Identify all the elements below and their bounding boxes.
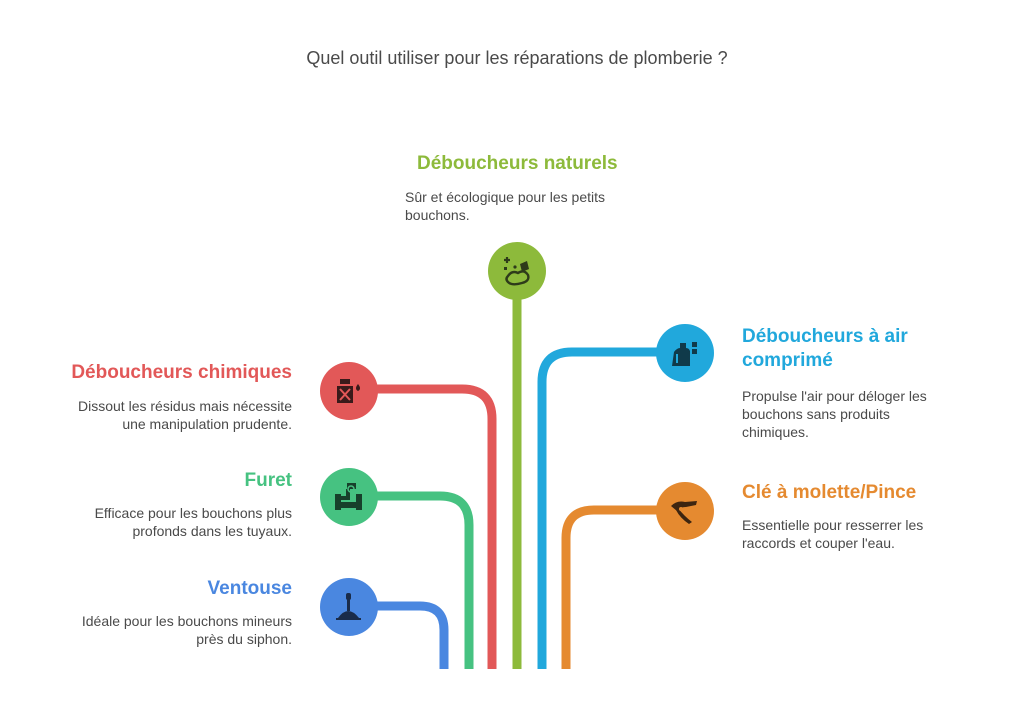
connector-ventouse [376,601,449,669]
connector-cle [561,505,657,669]
heading-air-1: Déboucheurs à air [742,326,908,347]
desc-air-2: bouchons sans produits [742,406,890,422]
desc-furet-1: Efficace pour les bouchons plus [94,505,292,521]
connector-air [537,347,657,669]
connector-chimiques [376,384,497,669]
heading-chimiques: Déboucheurs chimiques [71,362,292,383]
natural-mixture-icon [488,242,546,300]
plunger-icon [320,578,378,636]
page-title: Quel outil utiliser pour les réparations… [306,48,728,68]
connector-furet [376,491,474,669]
heading-air-2: comprimé [742,350,833,371]
desc-air-1: Propulse l'air pour déloger les [742,388,927,404]
desc-cle-2: raccords et couper l'eau. [742,535,895,551]
heading-furet: Furet [244,470,293,491]
desc-naturels-2: bouchons. [405,207,470,223]
desc-furet-2: profonds dans les tuyaux. [132,523,292,539]
desc-ventouse-1: Idéale pour les bouchons mineurs [81,613,292,629]
desc-chimiques-1: Dissout les résidus mais nécessite [78,398,292,414]
air-pump-icon [656,324,714,382]
heading-cle: Clé à molette/Pince [742,482,917,503]
heading-ventouse: Ventouse [207,578,292,599]
pipe-auger-icon [320,468,378,526]
desc-chimiques-2: une manipulation prudente. [122,416,292,432]
desc-ventouse-2: près du siphon. [196,631,292,647]
chemical-bottle-icon [320,362,378,420]
desc-cle-1: Essentielle pour resserrer les [742,517,924,533]
desc-air-3: chimiques. [742,424,809,440]
heading-naturels: Déboucheurs naturels [417,153,618,174]
pliers-icon [656,482,714,540]
desc-naturels-1: Sûr et écologique pour les petits [405,189,606,205]
